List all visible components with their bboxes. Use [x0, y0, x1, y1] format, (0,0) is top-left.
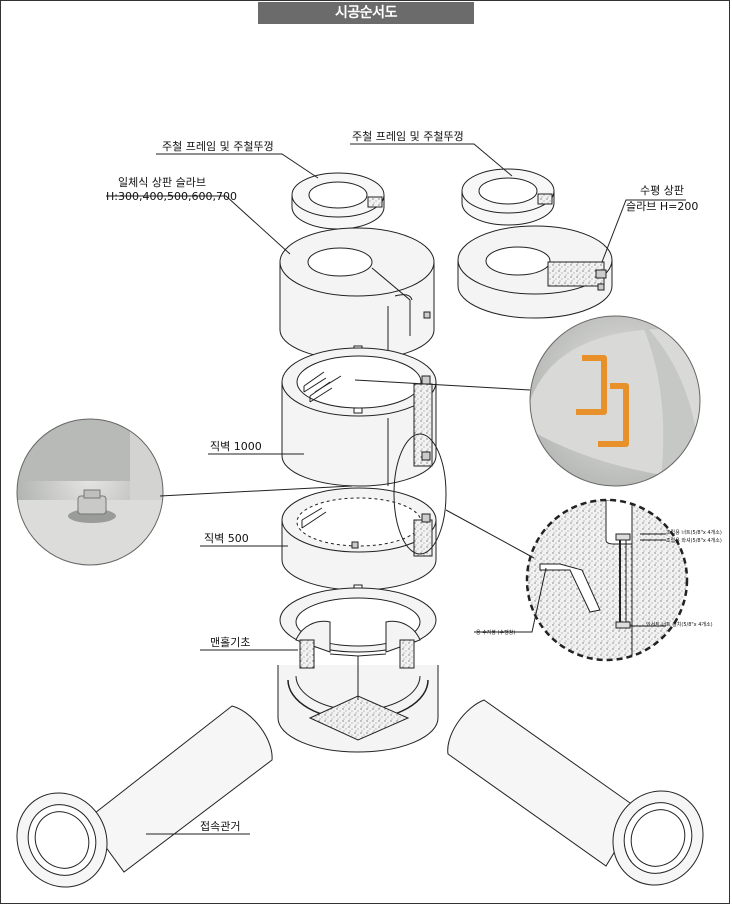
wall-1000 — [281, 347, 437, 487]
diagram-title: 시공순서도 — [258, 2, 474, 24]
frame-cover-right — [461, 168, 555, 226]
detail-label-waterstop: 용 수지봉 (수팽창) — [476, 629, 515, 636]
ladder-photo — [529, 315, 701, 487]
connection-pipe-left — [16, 705, 273, 888]
integrated-top-slab — [279, 227, 435, 366]
manhole-base — [277, 587, 439, 753]
detail-label-bolt: 조립용 와셔(5/8"x 4개소) — [666, 537, 722, 544]
bolt-photo — [16, 418, 164, 566]
labels: 주철 프레임 및 주철뚜껑 주철 프레임 및 주철뚜껑 일체식 상판 슬라브 H… — [106, 130, 722, 833]
connection-pipe-right — [447, 699, 704, 886]
detail-label-insert: 인서트 너트 설치(5/8"x 4개소) — [646, 621, 713, 628]
label-integrated-slab-heights: H:300,400,500,600,700 — [106, 190, 237, 203]
label-integrated-slab: 일체식 상판 슬라브 — [118, 175, 206, 189]
joint-detail — [525, 498, 689, 662]
frame-cover-left — [291, 172, 385, 230]
label-connection-pipe: 접속관거 — [200, 820, 240, 833]
label-horizontal-slab-1: 수평 상판 — [640, 184, 684, 197]
horizontal-top-slab — [457, 225, 613, 319]
label-frame-cover-right: 주철 프레임 및 주철뚜껑 — [352, 130, 464, 143]
leader-lines — [106, 143, 686, 835]
wall-500 — [281, 487, 437, 591]
label-wall-500: 직벽 500 — [204, 532, 249, 545]
detail-label-bolt-nut: 조립용 너트(5/8"x 4개소) — [666, 529, 722, 536]
label-wall-1000: 직벽 1000 — [210, 440, 262, 453]
label-frame-cover-left: 주철 프레임 및 주철뚜껑 — [162, 140, 274, 153]
label-horizontal-slab-2: 슬라브 H=200 — [626, 200, 698, 213]
label-manhole-base: 맨홀기초 — [210, 636, 250, 649]
